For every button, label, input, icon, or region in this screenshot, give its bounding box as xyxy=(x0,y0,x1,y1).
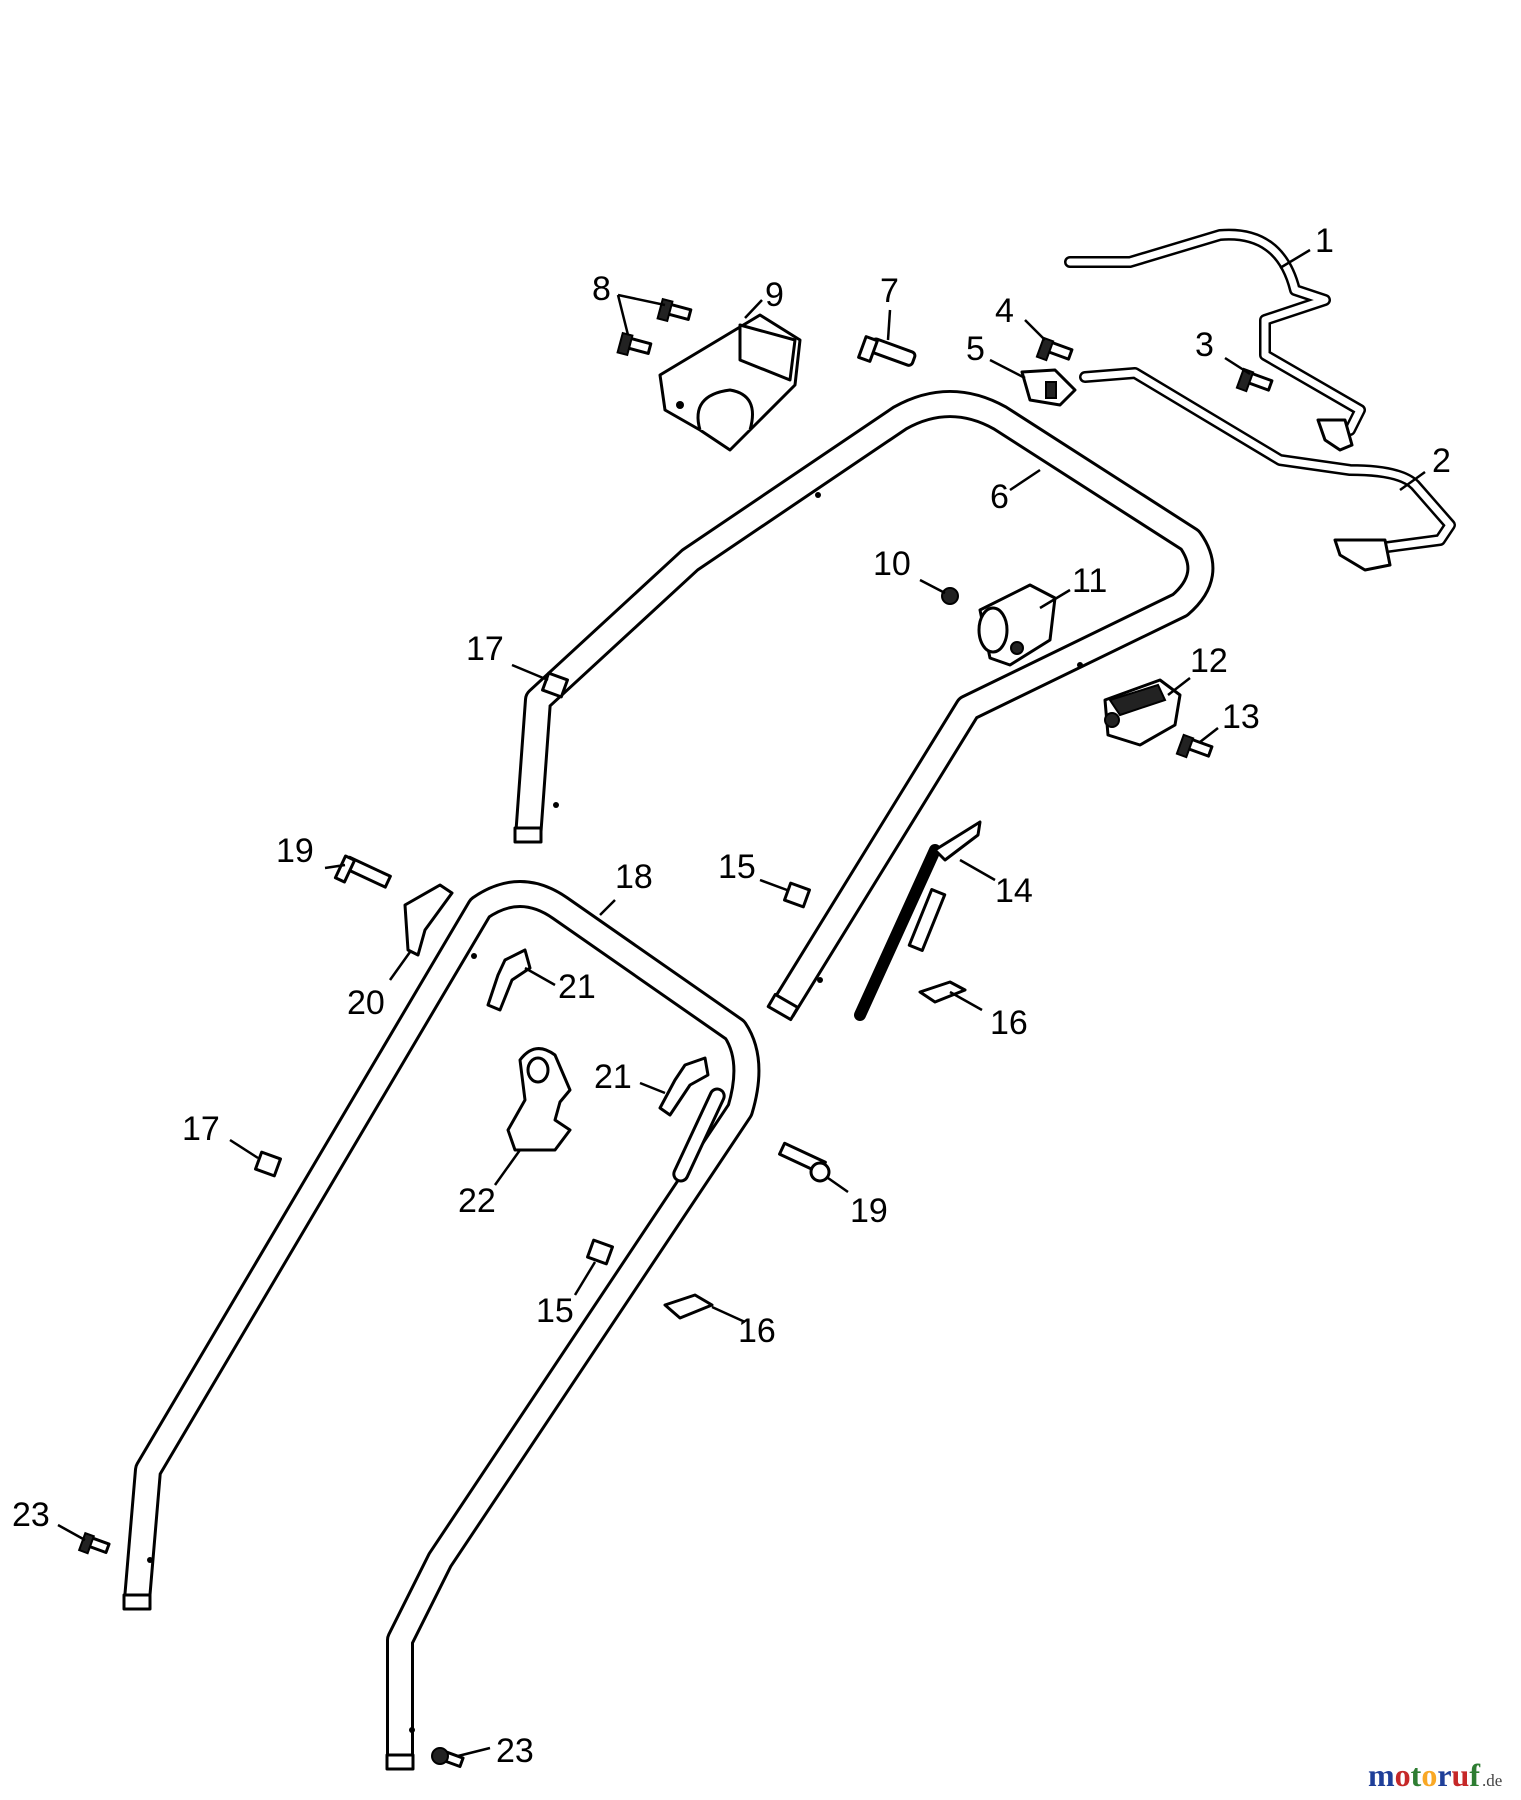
screw-23-right xyxy=(431,1747,465,1769)
label-part-22: 22 xyxy=(458,1182,496,1220)
label-part-10: 10 xyxy=(873,545,911,583)
label-part-11: 11 xyxy=(1072,562,1107,600)
bolt-8-top xyxy=(656,297,693,323)
svg-text:motoruf: motoruf xyxy=(1368,1757,1480,1793)
blade-control-rod xyxy=(1079,367,1456,572)
label-part-23-left: 23 xyxy=(12,1496,50,1534)
clip-17-upper xyxy=(541,671,569,699)
label-part-21-lower: 21 xyxy=(594,1058,632,1096)
label-part-14: 14 xyxy=(995,872,1033,910)
watermark-letter: u xyxy=(1452,1757,1470,1793)
cable-hook-22 xyxy=(506,1047,572,1152)
cable-tie-16-upper xyxy=(918,980,967,1004)
watermark-letter: t xyxy=(1411,1757,1422,1793)
clip-15-upper xyxy=(783,881,811,909)
screw-4 xyxy=(1035,336,1074,362)
label-part-19-upper: 19 xyxy=(276,832,314,870)
label-part-15-lower: 15 xyxy=(536,1292,574,1330)
bowden-cable-14 xyxy=(854,820,982,1021)
bolt-8-bottom xyxy=(616,331,653,357)
label-part-1: 1 xyxy=(1315,222,1334,260)
label-part-17-lower: 17 xyxy=(182,1110,220,1148)
wing-knob-21-upper xyxy=(486,948,532,1012)
leader-lines xyxy=(57,248,1426,1758)
label-part-17-upper: 17 xyxy=(466,630,504,668)
bolt-19-lower xyxy=(778,1141,831,1183)
watermark-letter: o xyxy=(1395,1757,1411,1793)
label-part-2: 2 xyxy=(1432,442,1451,480)
watermark-letter: o xyxy=(1421,1757,1437,1793)
screw-13 xyxy=(1175,733,1214,759)
label-part-9: 9 xyxy=(765,276,784,314)
label-part-19-lower: 19 xyxy=(850,1192,888,1230)
watermark-letter: r xyxy=(1437,1757,1451,1793)
cable-clamp-11 xyxy=(977,583,1057,667)
nut-10 xyxy=(941,587,959,605)
watermark-logo: motoruf .de xyxy=(1368,1757,1502,1793)
bolt-19-upper xyxy=(333,854,392,889)
wing-knob-21-lower xyxy=(658,1056,710,1117)
watermark-letter: f xyxy=(1469,1757,1480,1793)
label-part-20: 20 xyxy=(347,984,385,1022)
clip-15-lower xyxy=(586,1238,614,1266)
label-part-6: 6 xyxy=(990,478,1009,516)
cable-tie-16-lower xyxy=(663,1293,714,1320)
label-part-13: 13 xyxy=(1222,698,1260,736)
pin-7 xyxy=(857,335,917,367)
screw-3 xyxy=(1235,367,1274,393)
watermark-letter: m xyxy=(1368,1757,1395,1793)
part-labels: 1 2 3 4 5 6 7 8 9 10 11 12 13 14 15 15 1… xyxy=(12,222,1451,1770)
label-part-4: 4 xyxy=(995,292,1014,330)
screw-23-left xyxy=(77,1531,111,1555)
label-part-8: 8 xyxy=(592,270,611,308)
label-part-21-upper: 21 xyxy=(558,968,596,1006)
label-part-18: 18 xyxy=(615,858,653,896)
bushing-5 xyxy=(1020,368,1077,407)
label-part-16-lower: 16 xyxy=(738,1312,776,1350)
label-part-7: 7 xyxy=(880,272,899,310)
label-part-16-upper: 16 xyxy=(990,1004,1028,1042)
cable-guide-cover-9 xyxy=(658,313,802,452)
switch-box-12 xyxy=(1103,678,1182,747)
watermark-suffix: .de xyxy=(1482,1771,1502,1790)
label-part-23-right: 23 xyxy=(496,1732,534,1770)
label-part-12: 12 xyxy=(1190,642,1228,680)
label-part-15-upper: 15 xyxy=(718,848,756,886)
label-part-5: 5 xyxy=(966,330,985,368)
clip-17-lower xyxy=(254,1150,282,1178)
drive-control-rod xyxy=(1064,228,1366,452)
upper-handle-bar xyxy=(513,390,1215,1022)
bracket-20 xyxy=(403,883,454,957)
label-part-3: 3 xyxy=(1195,326,1214,364)
lower-handle-bar xyxy=(122,880,761,1771)
